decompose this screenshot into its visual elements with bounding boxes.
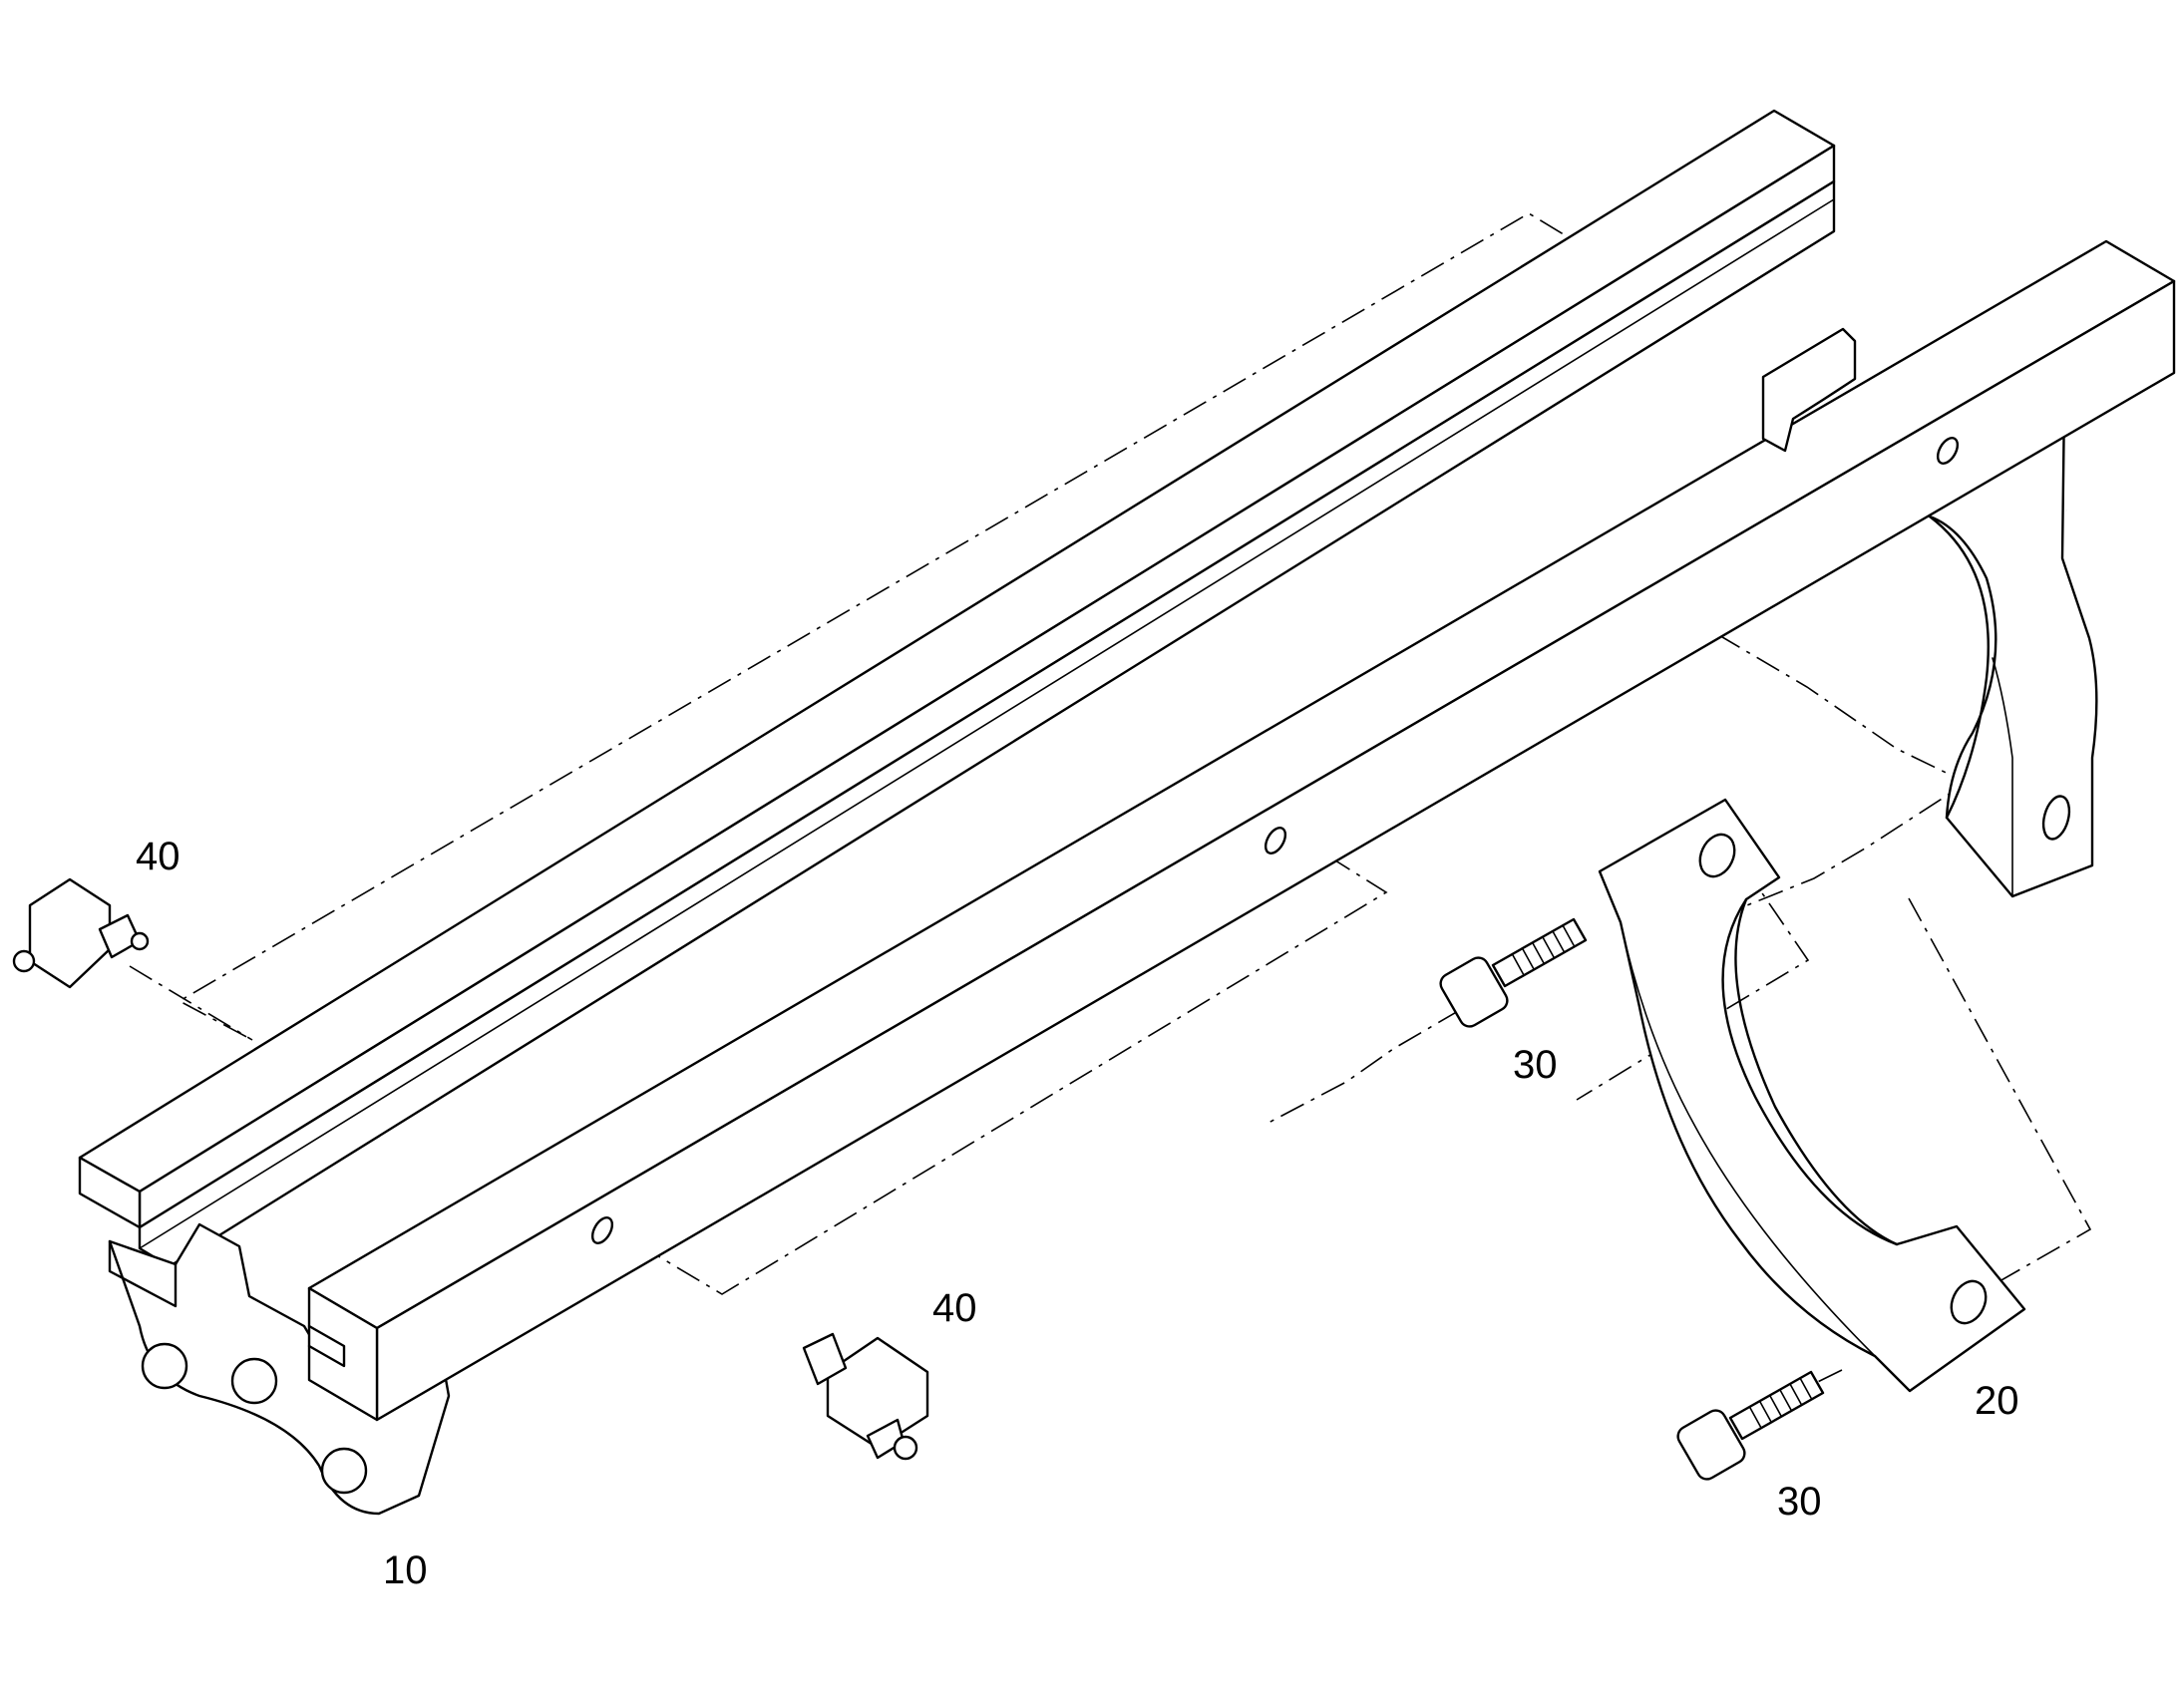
connector-left-body	[28, 877, 112, 989]
connector-center	[802, 1332, 929, 1461]
connector-left	[12, 877, 150, 989]
rail-front-bar-mount-block	[1761, 327, 1857, 453]
connector-center-collar	[802, 1332, 848, 1386]
side-plate-inner-arc	[1928, 514, 1990, 820]
callout-part-20: 20	[1975, 1379, 2019, 1423]
rail-hole-left	[590, 1216, 614, 1244]
screw-upper-head	[1439, 956, 1509, 1028]
connector-left-pin	[130, 931, 150, 951]
centerline-clamp-right	[1908, 897, 2092, 1294]
callout-labels: 40 40 30 30 20 10	[136, 835, 2019, 1592]
screw-upper	[1439, 917, 1588, 1028]
half-clamp-edge	[1620, 921, 1876, 1357]
screw-lower-thread	[1749, 1377, 1812, 1429]
centerline-top-rail	[178, 212, 1603, 1041]
bracket-housing-hole-3	[320, 1447, 368, 1495]
callout-part-30-lower: 30	[1777, 1480, 1822, 1524]
half-clamp-inner-arc	[1734, 897, 1899, 1246]
half-clamp-body	[1598, 798, 2026, 1393]
bracket-housing-hole-1	[141, 1342, 188, 1390]
rail-hole-right	[1936, 437, 1960, 465]
screw-lower-head	[1676, 1409, 1746, 1481]
screw-upper-thread	[1512, 924, 1575, 976]
side-plate-edge	[1992, 657, 2013, 897]
side-plate-body	[1928, 397, 2098, 898]
rail-hole-center	[1264, 827, 1287, 854]
rail-front-bar-end-slot	[307, 1324, 346, 1368]
half-clamp-hole-bottom	[1950, 1279, 1988, 1325]
screw-lower	[1676, 1370, 1825, 1481]
connector-left-knob	[12, 949, 36, 973]
half-clamp-hole-top	[1698, 833, 1736, 878]
rail-front-bar	[307, 239, 2176, 1422]
callout-part-30-upper: 30	[1513, 1043, 1558, 1087]
screw-upper-shank	[1491, 917, 1588, 988]
callout-part-10: 10	[383, 1548, 428, 1592]
half-clamp	[1598, 798, 2026, 1393]
callout-part-40-center: 40	[932, 1286, 977, 1330]
connector-center-body	[826, 1336, 929, 1450]
side-plate-hole	[2041, 795, 2071, 841]
bracket-housing	[108, 1222, 451, 1516]
side-plate-bracket	[1928, 397, 2098, 898]
rail-front-bar-top-face	[307, 239, 2176, 1330]
rail-second-tier	[138, 179, 1836, 1268]
screw-lower-shank	[1728, 1370, 1825, 1441]
bracket-housing-hole-2	[230, 1357, 278, 1405]
rail-second-tier-edge	[139, 198, 1835, 1249]
callout-part-40-left: 40	[136, 835, 181, 878]
connector-center-knob	[893, 1435, 918, 1461]
centerline-left-connector	[129, 965, 253, 1041]
bracket-housing-slot	[108, 1239, 178, 1308]
